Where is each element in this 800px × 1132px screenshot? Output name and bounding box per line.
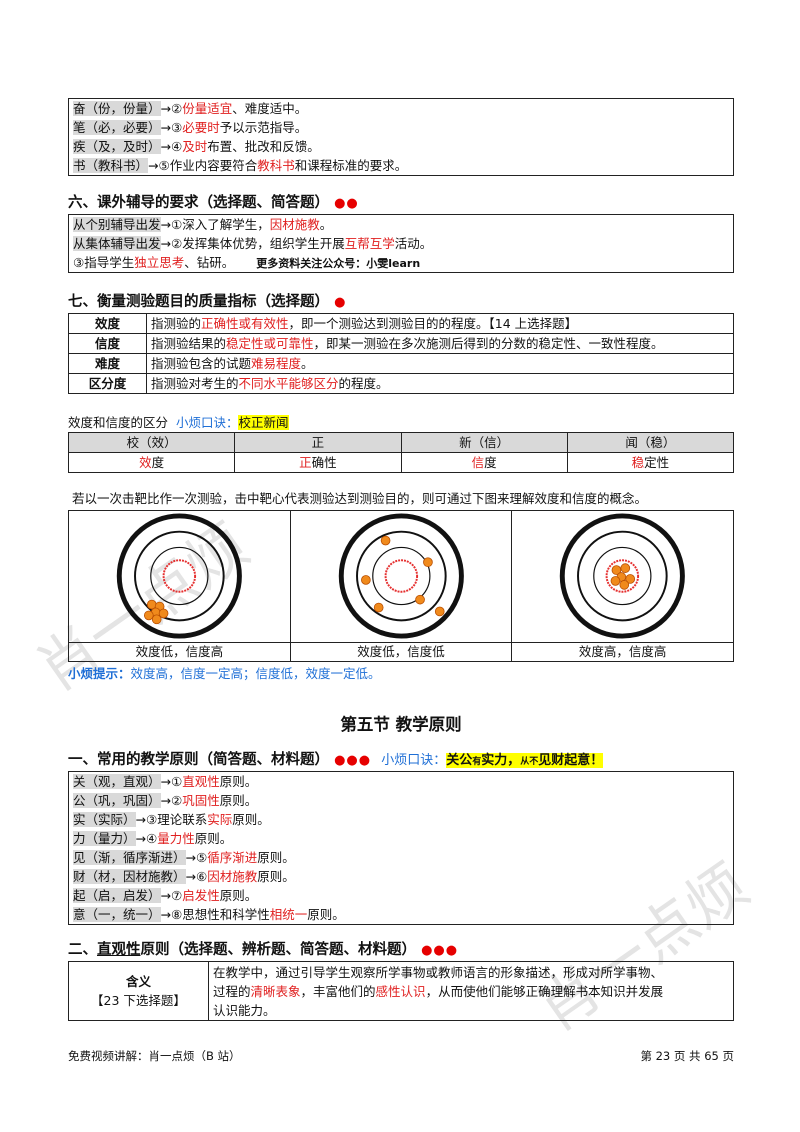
table-cell: 难度 — [68, 353, 147, 374]
table-cell: 效度 — [68, 313, 147, 334]
target-3 — [560, 513, 686, 639]
table-row: 难度指测验包含的试题难易程度。 — [68, 353, 734, 374]
table-cell: 校（效） — [67, 432, 236, 453]
hit-dot — [610, 576, 621, 586]
list-item: 从集体辅导出发→②发挥集体优势，组织学生开展互帮互学活动。 — [73, 236, 433, 251]
vr-table: 校（效） 正 新（信） 闻（稳） 效度 正确性 信度 稳定性 — [67, 432, 735, 473]
hit-dot — [625, 574, 636, 584]
table-row: 效度 正确性 信度 稳定性 — [67, 452, 735, 473]
hit-dot — [373, 602, 384, 613]
table-cell: 含义【23 下选择题】 — [68, 961, 209, 1021]
table-cell: 指测验包含的试题难易程度。 — [146, 353, 734, 374]
page-number: 第 23 页 共 65 页 — [640, 1049, 734, 1063]
list-item: 见（渐，循序渐进）→⑤循序渐进原则。 — [73, 850, 295, 865]
table-cell: 正 — [234, 432, 402, 453]
section-title: 第五节 教学原则 — [340, 715, 462, 734]
hit-dot — [158, 608, 169, 619]
table-cell: 新（信） — [400, 432, 568, 453]
list-item: 关（观，直观）→①直观性原则。 — [73, 774, 258, 789]
list-item: 实（实际）→③理论联系实际原则。 — [73, 812, 270, 827]
footer: 免费视频讲解：肖一点烦（B 站） 第 23 页 共 65 页 — [68, 1048, 734, 1064]
list-item: ③指导学生独立思考、钻研。更多资料关注公众号：小雯learn — [73, 255, 421, 270]
target-panel: 效度低，信度低 — [290, 511, 513, 661]
hit-dot — [380, 535, 391, 546]
table-cell: 指测验的正确性或有效性，即一个测验达到测验目的的程度。【14 上选择题】 — [146, 313, 734, 334]
hint: 小烦提示：效度高，信度一定高；信度低，效度一定低。 — [68, 666, 381, 681]
top-list-box: 奋（份，份量）→②份量适宜、难度适中。 笔（必，必要）→③必要时予以示范指导。 … — [68, 98, 734, 176]
list-item: 书（教科书）→⑤作业内容要符合教科书和课程标准的要求。 — [73, 158, 408, 173]
principles-box: 关（观，直观）→①直观性原则。 公（巩，巩固）→②巩固性原则。 实（实际）→③理… — [68, 771, 734, 925]
hit-dot-group — [143, 599, 169, 625]
table-cell: 信度 — [400, 452, 568, 473]
table-row: 含义【23 下选择题】 在教学中，通过引导学生观察所学事物或教师语言的形象描述，… — [68, 961, 734, 1021]
table-cell: 稳定性 — [566, 452, 735, 473]
caption: 效度低，信度低 — [290, 642, 512, 661]
hit-dot — [422, 557, 433, 568]
quality-table: 效度指测验的正确性或有效性，即一个测验达到测验目的的程度。【14 上选择题】 信… — [68, 313, 734, 394]
hit-dot — [434, 606, 445, 617]
list-item: 意（一，统一）→⑧思想性和科学性相统一原则。 — [73, 907, 345, 922]
target-panel: 效度高，信度高 — [512, 511, 734, 661]
hit-dot — [146, 599, 157, 610]
section-heading: 二、直观性原则（选择题、辨析题、简答题、材料题） ●●● — [68, 942, 459, 958]
list-item: 财（材，因材施教）→⑥因材施教原则。 — [73, 869, 295, 884]
table-cell: 闻（稳） — [566, 432, 735, 453]
intuitive-principle-table: 含义【23 下选择题】 在教学中，通过引导学生观察所学事物或教师语言的形象描述，… — [68, 961, 734, 1021]
list-item: 力（量力）→④量力性原则。 — [73, 831, 233, 846]
table-cell: 信度 — [68, 333, 147, 354]
target-1 — [116, 513, 242, 639]
caption: 效度高，信度高 — [512, 642, 734, 661]
list-item: 起（启，启发）→⑦启发性原则。 — [73, 888, 258, 903]
promo-text: 更多资料关注公众号：小雯learn — [256, 257, 421, 270]
section-heading: 七、衡量测验题目的质量指标（选择题） ● — [68, 294, 347, 310]
hit-dot-group — [360, 535, 445, 617]
table-cell: 正确性 — [234, 452, 402, 473]
table-row: 校（效） 正 新（信） 闻（稳） — [67, 432, 735, 453]
footer-left: 免费视频讲解：肖一点烦（B 站） — [68, 1049, 241, 1063]
list-item: 笔（必，必要）→③必要时予以示范指导。 — [73, 120, 308, 135]
list-item: 公（巩，巩固）→②巩固性原则。 — [73, 793, 258, 808]
section-heading: 一、常用的教学原则（简答题、材料题） ●●● 小烦口诀：关公有实力，从不见财起意… — [68, 752, 604, 768]
hit-dot-group — [610, 563, 636, 590]
hit-dot — [619, 580, 630, 590]
hit-dot — [620, 563, 631, 573]
list-item: 疾（及，及时）→④及时布置、批改和反馈。 — [73, 139, 320, 154]
list-item: 奋（份，份量）→②份量适宜、难度适中。 — [73, 101, 308, 116]
tutoring-box: 从个别辅导出发→①深入了解学生，因材施教。 从集体辅导出发→②发挥集体优势，组织… — [68, 214, 734, 273]
target-2 — [338, 513, 464, 639]
shooting-intro: 若以一次击靶比作一次测验，击中靶心代表测验达到测验目的，则可通过下图来理解效度和… — [72, 491, 648, 506]
table-cell: 区分度 — [68, 373, 147, 394]
caption: 效度低，信度高 — [69, 642, 290, 661]
hit-dot — [151, 614, 162, 625]
table-row: 信度指测验结果的稳定性或可靠性，即某一测验在多次施测后得到的分数的稳定性、一致性… — [68, 333, 734, 354]
hit-dot — [414, 594, 425, 605]
table-cell: 指测验结果的稳定性或可靠性，即某一测验在多次施测后得到的分数的稳定性、一致性程度… — [146, 333, 734, 354]
table-cell: 效度 — [67, 452, 236, 473]
list-item: 从个别辅导出发→①深入了解学生，因材施教。 — [73, 217, 333, 232]
hit-dot — [360, 575, 371, 585]
table-cell: 在教学中，通过引导学生观察所学事物或教师语言的形象描述，形成对所学事物、 过程的… — [208, 961, 734, 1021]
page: 奋（份，份量）→②份量适宜、难度适中。 笔（必，必要）→③必要时予以示范指导。 … — [67, 0, 735, 1021]
table-row: 效度指测验的正确性或有效性，即一个测验达到测验目的的程度。【14 上选择题】 — [68, 313, 734, 334]
table-cell: 指测验对考生的不同水平能够区分的程度。 — [146, 373, 734, 394]
vr-label: 效度和信度的区分 小烦口诀：校正新闻 — [68, 415, 289, 430]
target-diagrams: 效度低，信度高 效度低，信度低 — [68, 510, 734, 662]
hit-dot — [611, 565, 622, 575]
table-row: 区分度指测验对考生的不同水平能够区分的程度。 — [68, 373, 734, 394]
section-heading: 六、课外辅导的要求（选择题、简答题） ●● — [68, 195, 359, 211]
target-panel: 效度低，信度高 — [69, 511, 291, 661]
hit-dot — [143, 610, 154, 621]
